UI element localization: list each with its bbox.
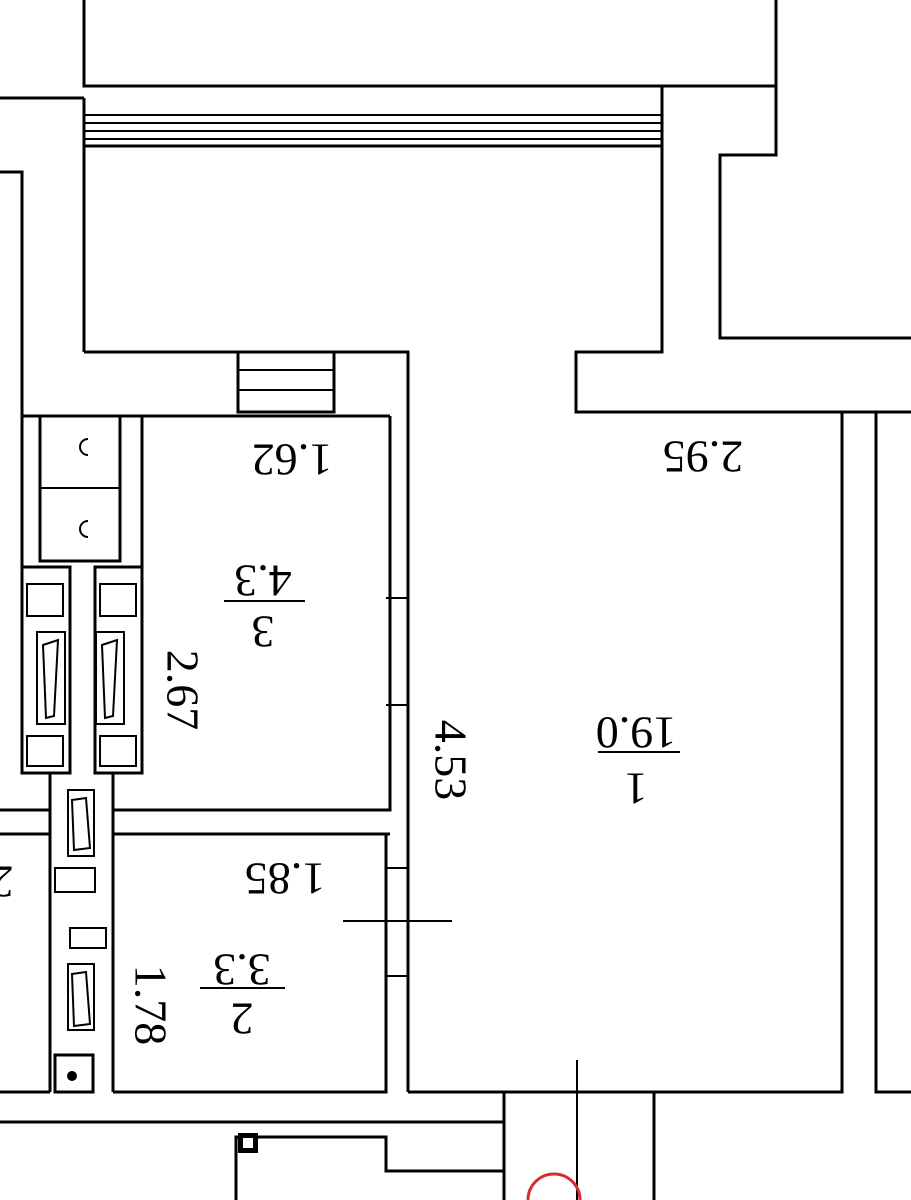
label-bath-area: 3.3 [213, 944, 271, 995]
label-living-number: 1 [625, 763, 648, 814]
label-bath-number: 2 [231, 993, 254, 1044]
svg-text:1.85: 1.85 [245, 853, 326, 904]
label-kitchen-width: 1.62 [252, 434, 333, 485]
svg-text:19.0: 19.0 [596, 707, 677, 758]
vent-shaft-icon [53, 773, 115, 1094]
svg-text:4.3: 4.3 [234, 555, 292, 606]
window-wall [84, 338, 911, 1092]
svg-text:1: 1 [625, 763, 648, 814]
svg-text:1.78: 1.78 [125, 965, 176, 1046]
room-living [408, 412, 911, 1200]
position-marker-icon [526, 1172, 582, 1200]
label-kitchen-number: 3 [252, 606, 275, 657]
svg-text:4.12: 4.12 [901, 760, 911, 841]
label-bath-width: 1.85 [245, 853, 326, 904]
label-right-edge: 4.12 [901, 760, 911, 841]
svg-text:2: 2 [231, 993, 254, 1044]
svg-text:3: 3 [252, 606, 275, 657]
door-marks [343, 597, 452, 977]
balcony-block [0, 0, 911, 352]
svg-text:4.53: 4.53 [425, 720, 476, 801]
room-kitchen [111, 416, 392, 836]
label-living-area: 19.0 [596, 707, 677, 758]
label-living-width: 2.95 [663, 431, 744, 482]
svg-text:1.62: 1.62 [252, 434, 333, 485]
label-kitchen-area: 4.3 [234, 555, 292, 606]
svg-text:2.67: 2.67 [157, 650, 208, 731]
svg-text:2.95: 2.95 [663, 431, 744, 482]
label-living-length: 4.53 [425, 720, 476, 801]
svg-text:3.3: 3.3 [213, 944, 271, 995]
label-kitchen-length: 2.67 [157, 650, 208, 731]
stove-icon [38, 414, 122, 563]
label-left-edge: 2 [0, 856, 14, 907]
sink-icon [20, 565, 144, 775]
label-bath-length: 1.78 [125, 965, 176, 1046]
entrance [0, 1092, 656, 1200]
svg-text:2: 2 [0, 856, 14, 907]
